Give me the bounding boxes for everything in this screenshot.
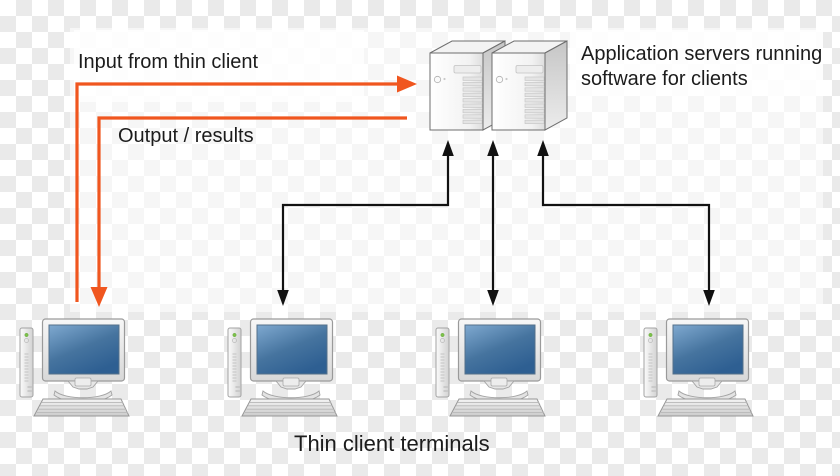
client4-bidirectional-arrow [537,140,715,306]
thin-client-terminal-icon [227,318,338,417]
client2-bidirectional-arrow [277,140,454,306]
thin-client-terminal-icon [19,318,130,417]
client3-bidirectional-arrow [487,140,499,306]
application-servers-label: Application servers running software for… [581,43,823,90]
thin-client-terminal-icon [643,318,754,417]
thin-client-terminal-icon [435,318,546,417]
thin-clients-group [19,318,754,417]
output-arrow [90,116,407,307]
thin-client-terminals-label: Thin client terminals [294,431,490,456]
server-tower-icon [491,40,568,131]
output-arrow-label: Output / results [118,125,254,147]
servers-label-background [570,30,823,96]
application-servers-group [429,40,568,131]
input-arrow-label: Input from thin client [78,51,259,73]
input-arrow [75,75,417,302]
input-label-background [74,30,364,102]
